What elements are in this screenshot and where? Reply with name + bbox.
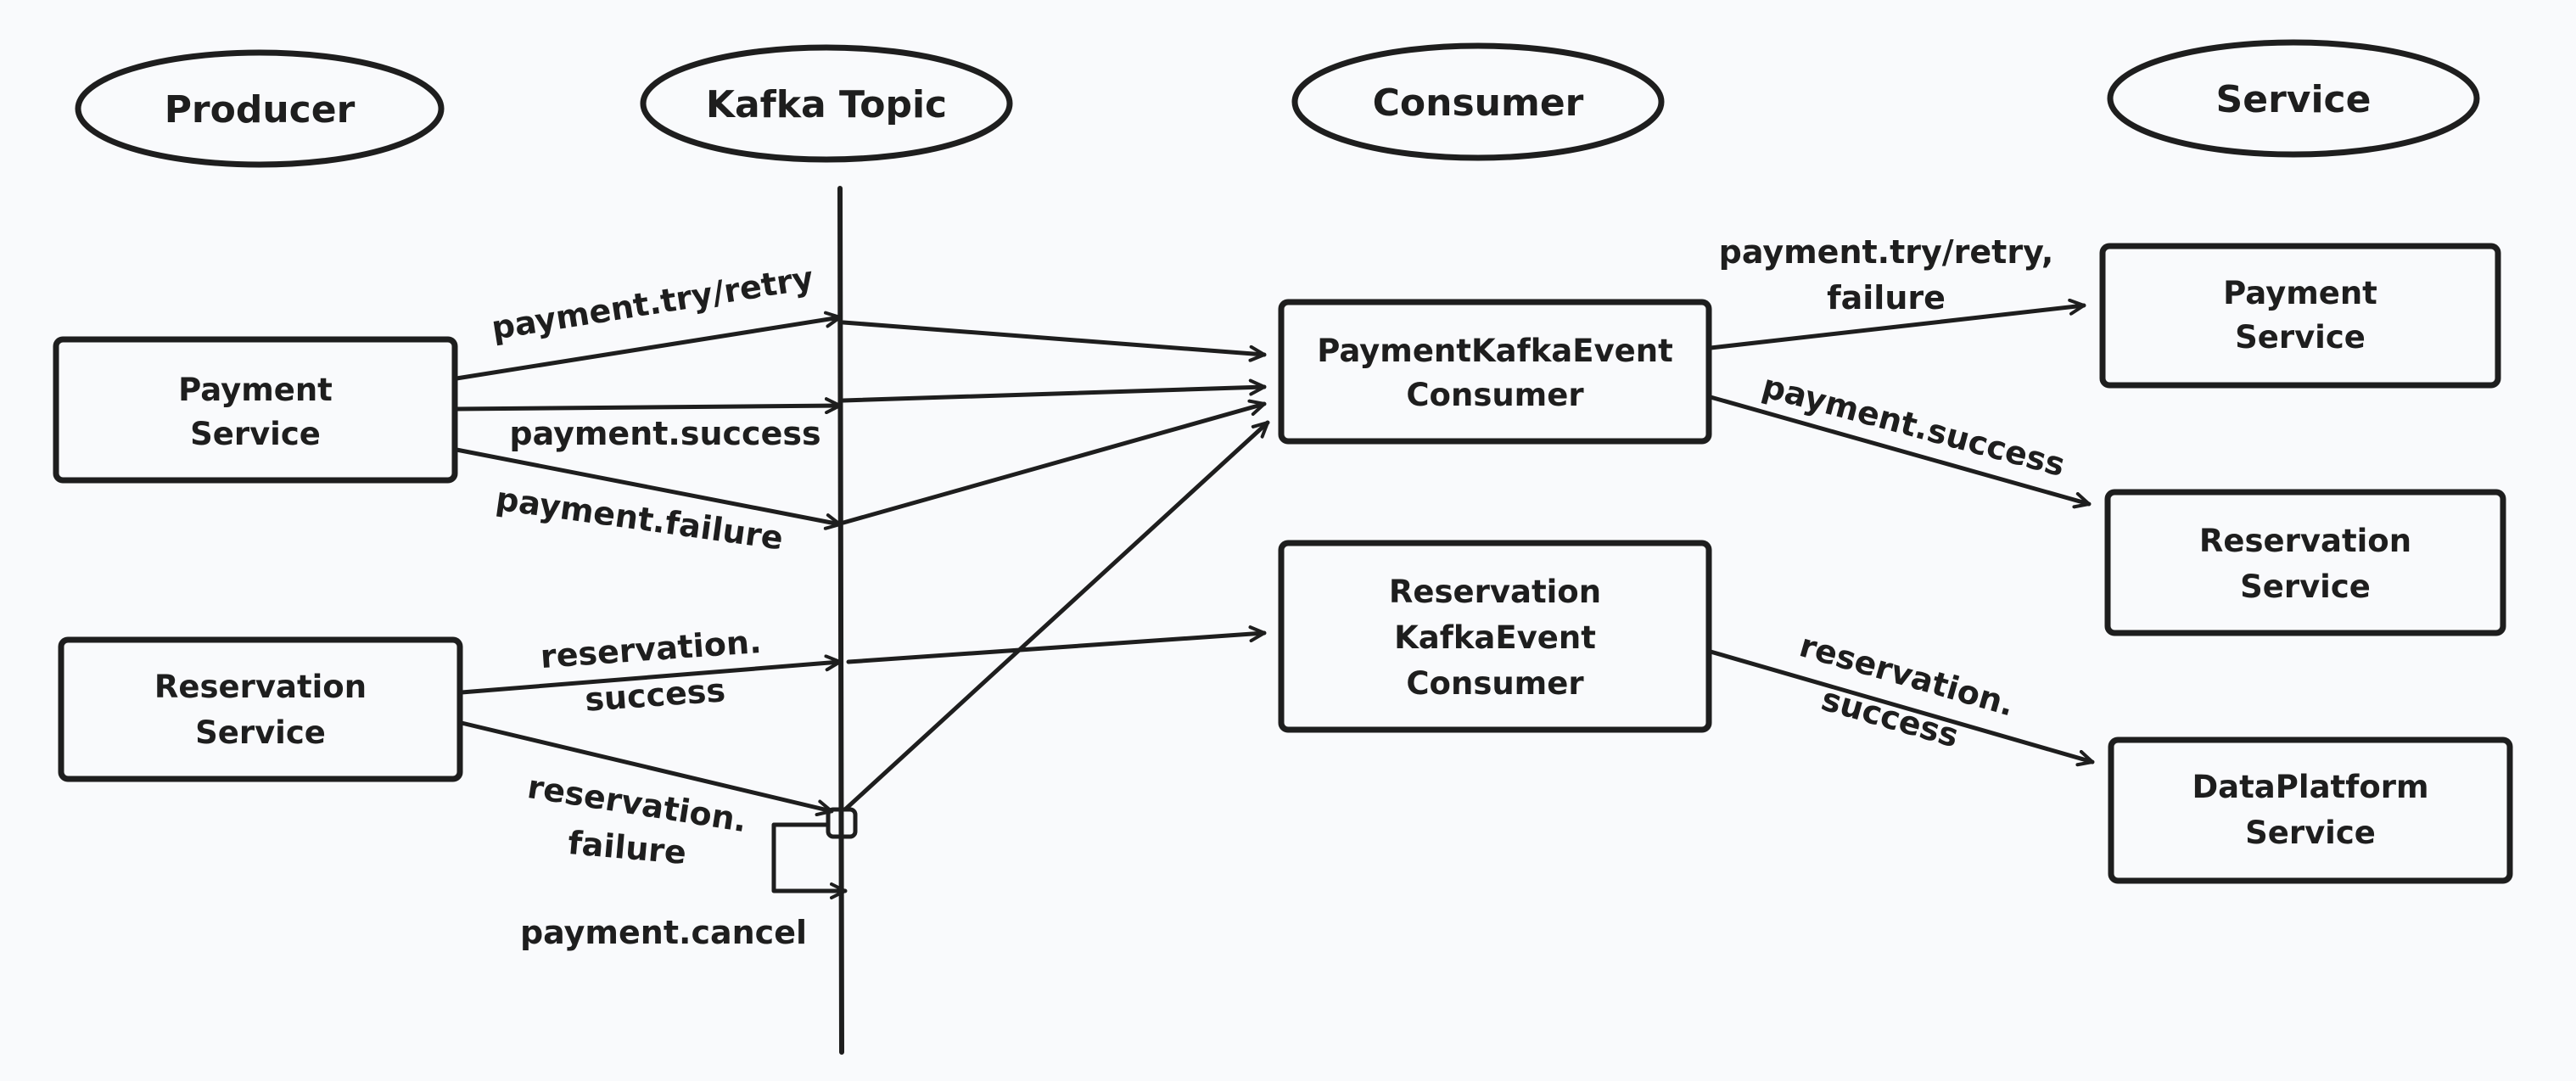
consumer-reservation-box: Reservation KafkaEvent Consumer <box>1278 540 1712 733</box>
arrow-to-reservation-service <box>1708 395 2092 509</box>
service-dataplatform-box: DataPlatform Service <box>2108 737 2513 884</box>
label-payment-failure: payment.failure <box>494 480 786 557</box>
arrow-topic-try-to-payment-consumer <box>841 320 1267 362</box>
arrow-topic-success-to-payment-consumer <box>841 378 1267 403</box>
service-payment-box: Payment Service <box>2099 243 2501 389</box>
arrow-topic-failure-to-payment-consumer <box>841 399 1267 525</box>
label-payment-try-retry: payment.try/retry <box>489 259 816 346</box>
consumer-reservation-line2: KafkaEvent <box>1394 619 1596 656</box>
arrow-to-dataplatform-service <box>1708 649 2095 767</box>
arrow-reservation-success-to-topic <box>459 654 843 695</box>
header-service: Service <box>2107 39 2480 158</box>
producer-reservation-service-box: Reservation Service <box>58 636 463 782</box>
header-producer: Producer <box>75 49 445 168</box>
producer-payment-service-box: Payment Service <box>53 336 458 484</box>
service-payment-line2: Service <box>2235 319 2366 356</box>
arrow-topic-to-reservation-consumer <box>846 625 1267 664</box>
consumer-reservation-line1: Reservation <box>1389 574 1601 610</box>
header-kafka-topic: Kafka Topic <box>640 44 1013 163</box>
arrow-payment-failure-to-topic <box>454 447 843 530</box>
arrow-topic-cancel-to-payment-consumer <box>843 420 1270 812</box>
service-payment-line1: Payment <box>2223 275 2377 311</box>
consumer-payment-box: PaymentKafkaEvent Consumer <box>1278 299 1712 445</box>
arrow-payment-success-to-topic <box>454 397 843 415</box>
service-dataplatform-line2: Service <box>2245 815 2376 851</box>
arrow-payment-try-to-topic <box>454 311 843 381</box>
header-consumer-label: Consumer <box>1373 81 1584 125</box>
header-service-label: Service <box>2216 78 2372 121</box>
consumer-payment-line1: PaymentKafkaEvent <box>1317 333 1673 369</box>
producer-payment-service-line2: Service <box>190 416 321 452</box>
arrow-reservation-failure-to-topic <box>459 720 834 817</box>
consumer-reservation-line3: Consumer <box>1406 665 1584 702</box>
label-payment-success: payment.success <box>509 415 820 452</box>
service-reservation-line1: Reservation <box>2199 523 2411 559</box>
kafka-topic-line <box>837 186 844 1055</box>
producer-reservation-service-line1: Reservation <box>154 669 367 705</box>
label-reservation-success-line2: success <box>584 671 726 718</box>
label-out-payment-try-line1: payment.try/retry, <box>1719 233 2054 271</box>
header-producer-label: Producer <box>165 88 356 132</box>
label-reservation-failure-line2: failure <box>567 824 688 871</box>
label-reservation-success-line1: reservation. <box>539 623 762 675</box>
consumer-payment-line2: Consumer <box>1406 377 1584 413</box>
service-dataplatform-line1: DataPlatform <box>2192 769 2428 805</box>
header-consumer: Consumer <box>1291 42 1665 161</box>
producer-payment-service-line1: Payment <box>178 372 333 408</box>
service-reservation-box: Reservation Service <box>2104 489 2506 636</box>
header-kafka-topic-label: Kafka Topic <box>706 83 947 126</box>
label-out-payment-try-line2: failure <box>1827 279 1946 316</box>
producer-reservation-service-line2: Service <box>195 714 326 751</box>
label-payment-cancel: payment.cancel <box>520 914 807 951</box>
service-reservation-line2: Service <box>2240 569 2371 605</box>
label-reservation-failure-line1: reservation. <box>525 768 750 839</box>
arrow-payment-cancel-loop <box>771 822 848 899</box>
arrow-to-payment-service <box>1708 298 2086 350</box>
